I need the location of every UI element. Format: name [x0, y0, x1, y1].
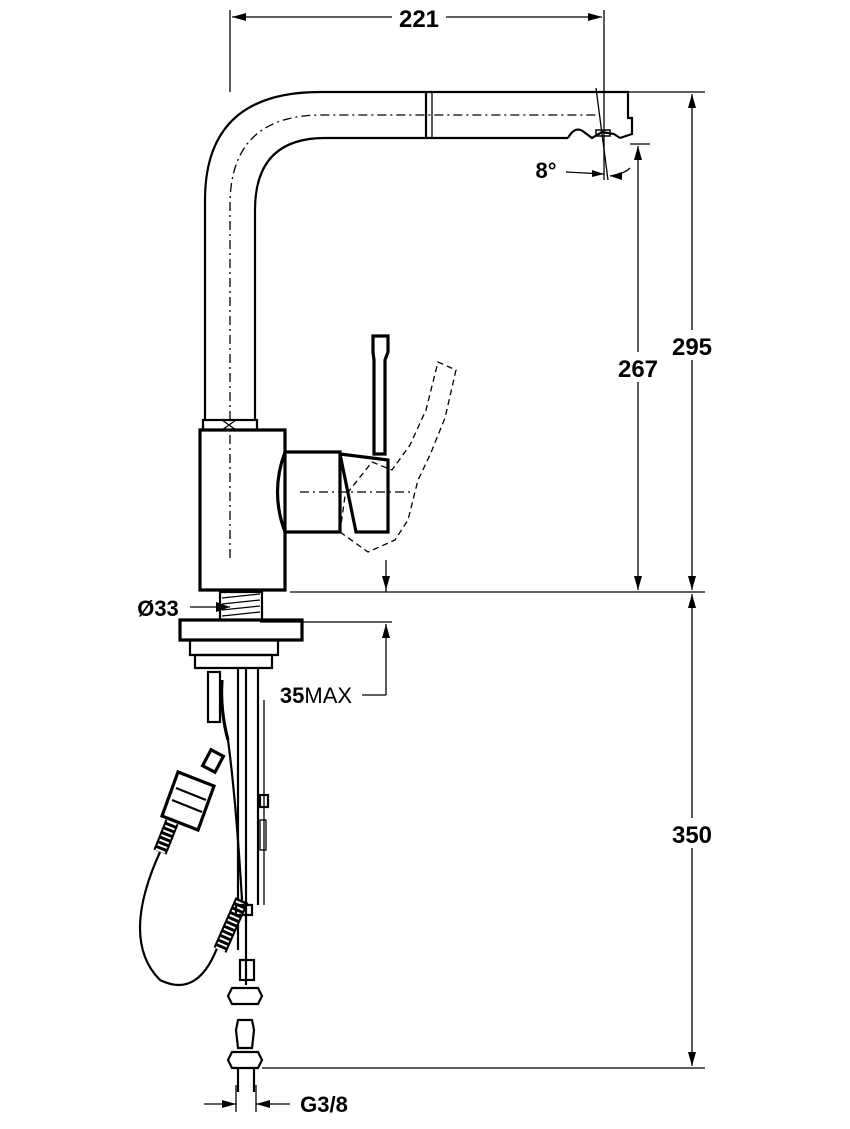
dimension-width-221: 221 [229, 2, 605, 100]
dimension-thread-g38: G3/8 [204, 1085, 348, 1117]
dimension-hose-350: 350 [262, 594, 720, 1069]
dim-label-267: 267 [618, 356, 658, 383]
dim-label-350: 350 [672, 822, 712, 849]
dimension-angle-8: 8° [535, 87, 631, 183]
mounting-assembly: Ø33 35MAX [137, 560, 392, 708]
dim-label-g38: G3/8 [300, 1092, 348, 1117]
spout [203, 90, 634, 420]
dim-label-35max: 35MAX [280, 683, 352, 708]
dimension-heights: 267 295 [290, 91, 720, 593]
dim-label-295: 295 [672, 334, 712, 361]
dim-label-221: 221 [399, 6, 439, 33]
faucet-body [198, 334, 457, 592]
dim-label-diameter: Ø33 [137, 596, 179, 621]
supply-hoses [139, 668, 270, 1092]
hose-weight [153, 747, 226, 855]
dim-label-8deg: 8° [535, 158, 556, 183]
